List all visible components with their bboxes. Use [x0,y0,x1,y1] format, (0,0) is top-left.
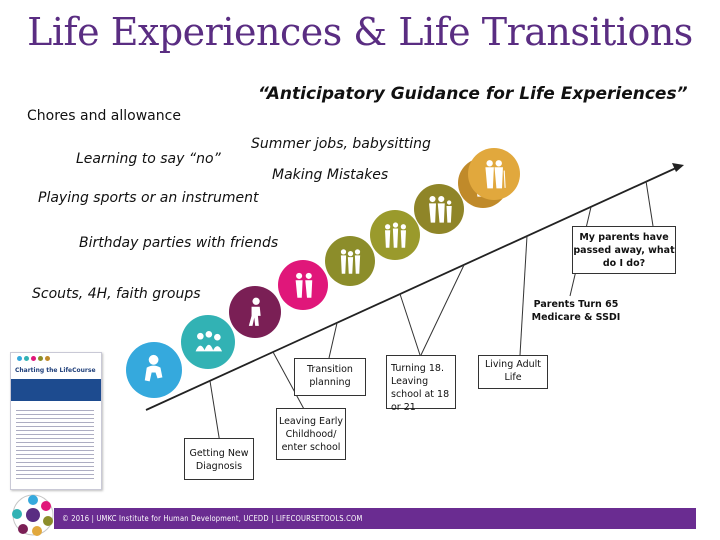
stage-circle-infant [126,342,182,398]
brochure-text-lines [16,407,94,481]
note-transition-planning: Transition planning [294,358,366,396]
family-icon [340,248,360,274]
stage-circle-older-adult [468,148,520,200]
note-getting-diagnosis: Getting New Diagnosis [184,438,254,480]
note-living-adult-life: Living Adult Life [478,355,548,389]
lifecourse-logo-icon [12,494,54,536]
brochure-banner [11,379,101,401]
pointer-transition [328,322,338,359]
elderly-couple-icon [485,159,506,189]
note-turning-18: Turning 18. Leaving school at 18 or 21 [386,355,456,413]
stage-circle-early-childhood [181,315,235,369]
baby-icon [145,355,163,382]
note-parents-65: Parents Turn 65 Medicare & SSDI [531,299,621,323]
pointer-turning-18a [399,293,421,356]
note-parents-passed: My parents have passed away, what do I d… [572,226,676,274]
two-children-icon [295,272,312,298]
brochure-color-dots [17,356,57,362]
stage-circle-teen [325,236,375,286]
experience-sports: Playing sports or an instrument [38,190,259,206]
page-title: Life Experiences & Life Transitions [27,10,693,54]
experience-chores: Chores and allowance [27,108,181,124]
timeline-axis [145,167,677,411]
stage-circle-adult [414,184,464,234]
pointer-parents-passed [645,180,654,227]
footer-bar: © 2016 | UMKC Institute for Human Develo… [54,508,696,529]
subtitle: “Anticipatory Guidance for Life Experien… [258,84,688,104]
stage-circle-preteen [278,260,328,310]
pointer-living-adult [519,235,528,356]
adults-icon [428,195,452,223]
children-group-icon [195,331,223,352]
experience-birthday-parties: Birthday parties with friends [79,235,279,251]
stage-circle-young-adult [370,210,420,260]
note-leaving-early-childhood: Leaving Early Childhood/ enter school [276,408,346,460]
experience-summer-jobs: Summer jobs, babysitting [251,136,431,152]
experience-scouts: Scouts, 4H, faith groups [32,286,201,302]
brochure-thumbnail: Charting the LifeCourse [10,352,102,490]
experience-saying-no: Learning to say “no” [76,151,221,167]
group-icon [384,221,406,248]
stage-circle-school-age [229,286,281,338]
child-walking-icon [248,297,261,326]
pointer-turning-18b [420,264,465,356]
experience-mistakes: Making Mistakes [272,167,389,183]
timeline-arrowhead [672,163,684,172]
brochure-title: Charting the LifeCourse [15,367,96,374]
